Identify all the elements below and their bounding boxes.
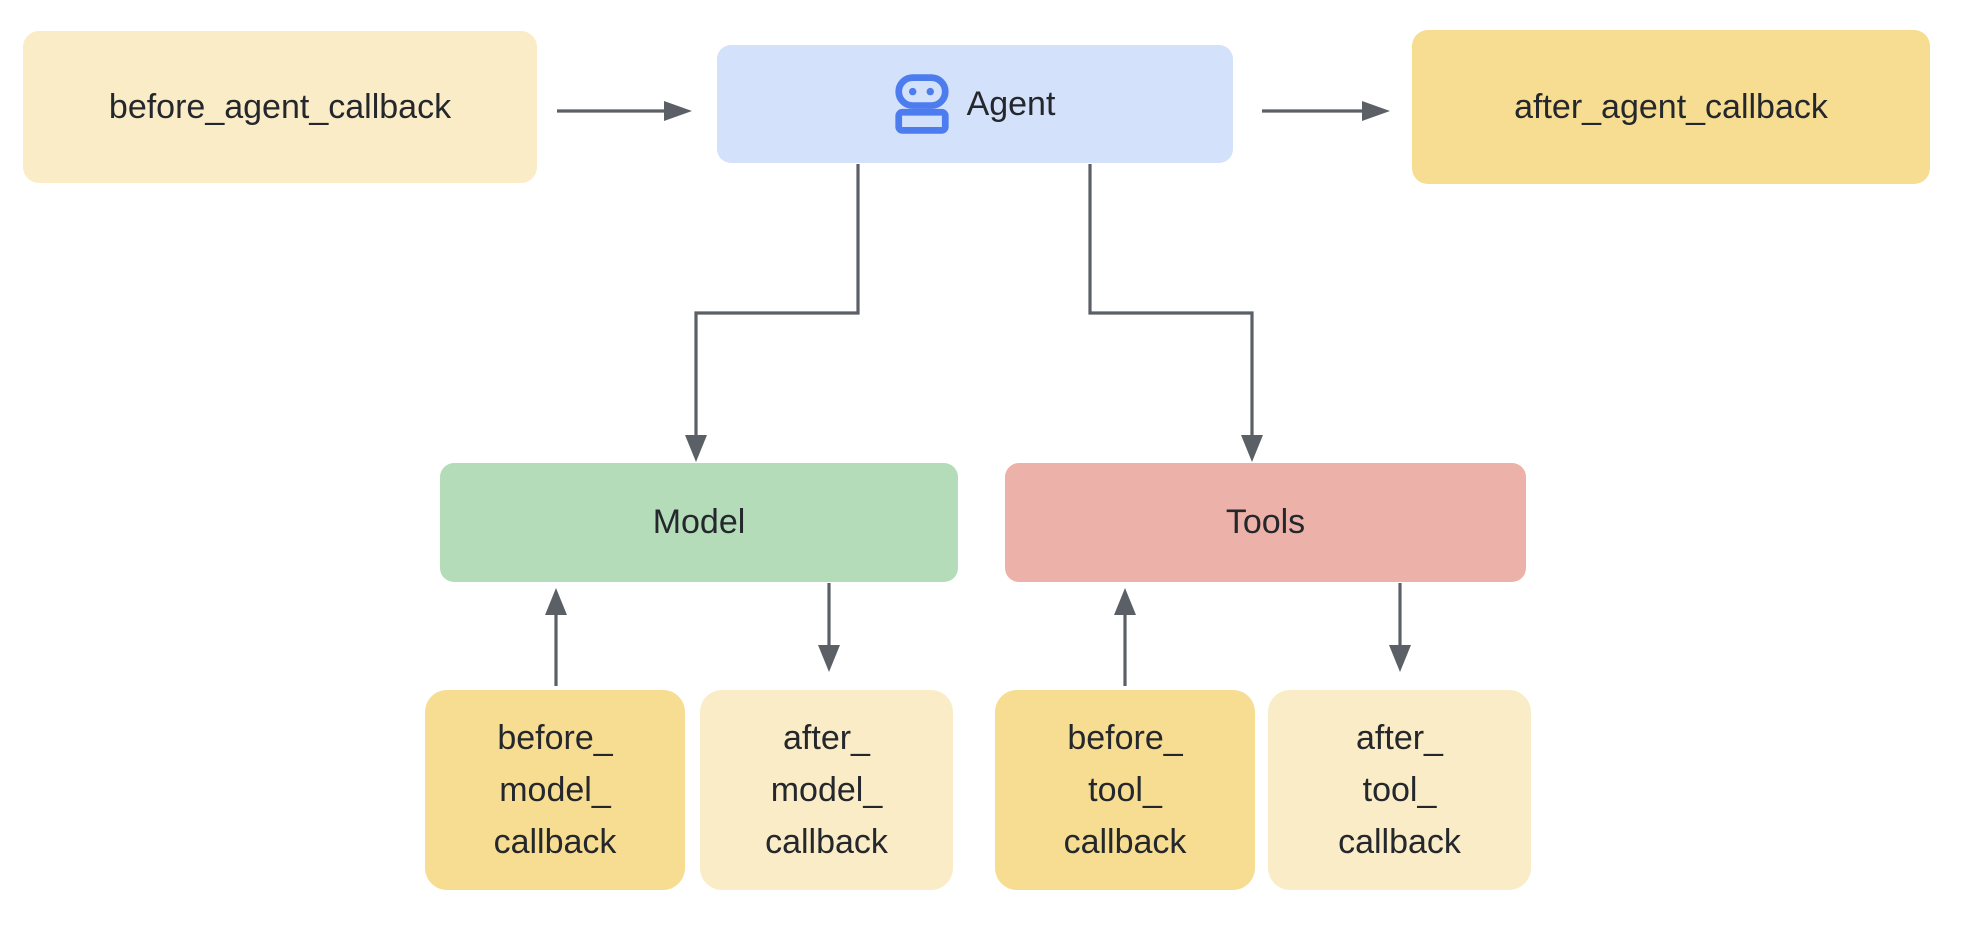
- after-model-callback-label: after_ model_ callback: [765, 719, 888, 861]
- node-before-tool-callback: before_ tool_ callback: [995, 690, 1255, 890]
- model-label: Model: [652, 503, 746, 541]
- node-model: Model: [440, 463, 958, 582]
- edge-agent-to-after-agent-callback: [1262, 101, 1390, 121]
- before-agent-callback-label: before_agent_callback: [108, 87, 452, 126]
- before-model-callback-label: before_ model_ callback: [493, 719, 617, 861]
- edge-before-agent-callback-to-agent: [557, 101, 692, 121]
- after-agent-callback-label: after_agent_callback: [1514, 87, 1828, 126]
- after-tool-callback-label: after_ tool_ callback: [1338, 719, 1461, 861]
- node-before-agent-callback: before_agent_callback: [23, 31, 537, 183]
- node-after-agent-callback: after_agent_callback: [1412, 30, 1930, 184]
- robot-icon: [894, 74, 949, 134]
- edge-tools-to-after-tool-callback: [1389, 583, 1411, 672]
- edge-model-to-after-model-callback: [818, 583, 840, 672]
- node-before-model-callback: before_ model_ callback: [425, 690, 685, 890]
- agent-label: Agent: [966, 84, 1056, 123]
- edge-agent-to-tools: [1088, 164, 1263, 462]
- tools-label: Tools: [1225, 503, 1306, 541]
- node-after-tool-callback: after_ tool_ callback: [1268, 690, 1531, 890]
- node-after-model-callback: after_ model_ callback: [700, 690, 953, 890]
- edge-before-model-callback-to-model: [545, 588, 567, 686]
- node-tools: Tools: [1005, 463, 1526, 582]
- edge-before-tool-callback-to-tools: [1114, 588, 1136, 686]
- node-agent: Agent: [717, 45, 1233, 163]
- before-tool-callback-label: before_ tool_ callback: [1063, 719, 1187, 861]
- edge-agent-to-model: [685, 164, 860, 462]
